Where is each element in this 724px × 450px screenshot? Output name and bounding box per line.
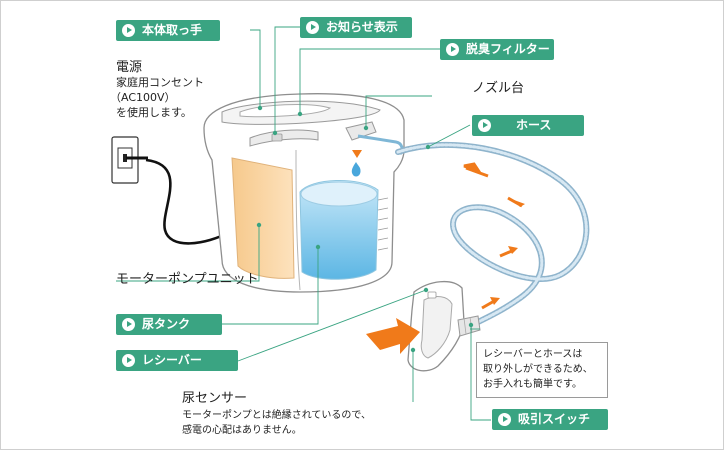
water-drop-icon: [351, 162, 361, 177]
play-bullet-icon: [122, 24, 135, 37]
label-text: レシーバー: [142, 353, 202, 367]
power-cord: [145, 158, 231, 245]
main-unit: [203, 93, 405, 293]
label-text: 吸引スイッチ: [518, 412, 591, 426]
play-bullet-icon: [306, 21, 319, 34]
label-text: 脱臭フィルター: [466, 42, 550, 56]
down-arrow-icon: [352, 150, 362, 158]
power-line-1: 家庭用コンセント: [116, 76, 204, 89]
receiver-note-line-2: 取り外しができるため、: [483, 364, 593, 375]
play-bullet-icon: [498, 413, 511, 426]
receiver-note-line-1: レシーバーとホースは: [483, 349, 583, 360]
power-title: 電源: [116, 60, 143, 75]
receiver-part: [407, 281, 481, 372]
label-text: お知らせ表示: [326, 20, 398, 34]
play-bullet-icon: [478, 119, 491, 132]
sensor-note-line-2: 感電の心配はありません。: [182, 425, 302, 436]
sensor-note-line-1: モーターポンプとは絶縁されているので、: [182, 410, 371, 421]
motor-pump-unit-label: モーターポンプユニット: [116, 272, 259, 287]
leader-lines: [116, 26, 491, 421]
label-receiver: レシーバー: [116, 350, 238, 371]
nozzle-stand-label: ノズル台: [472, 81, 525, 96]
label-body-handle: 本体取っ手: [116, 20, 220, 41]
label-deodorant-filter: 脱臭フィルター: [440, 39, 554, 60]
play-bullet-icon: [446, 43, 459, 56]
power-outlet-icon: [111, 136, 148, 184]
label-notification: お知らせ表示: [300, 17, 412, 38]
label-urine-tank: 尿タンク: [116, 314, 222, 335]
flow-arrow-icon: [463, 162, 525, 310]
label-text: ホース: [516, 118, 552, 132]
label-text: 本体取っ手: [142, 23, 203, 37]
inflow-arrow-icon: [366, 318, 420, 354]
receiver-note-line-3: お手入れも簡単です。: [483, 379, 582, 390]
label-text: 尿タンク: [142, 317, 191, 331]
power-line-2: （AC100V）: [110, 91, 176, 104]
play-bullet-icon: [122, 318, 135, 331]
urine-sensor-label: 尿センサー: [182, 391, 248, 406]
play-bullet-icon: [122, 354, 135, 367]
label-hose: ホース: [472, 115, 584, 136]
power-line-3: を使用します。: [116, 106, 192, 119]
receiver-note-box: レシーバーとホースは 取り外しができるため、 お手入れも簡単です。: [476, 342, 608, 398]
label-suction-switch: 吸引スイッチ: [492, 409, 608, 430]
